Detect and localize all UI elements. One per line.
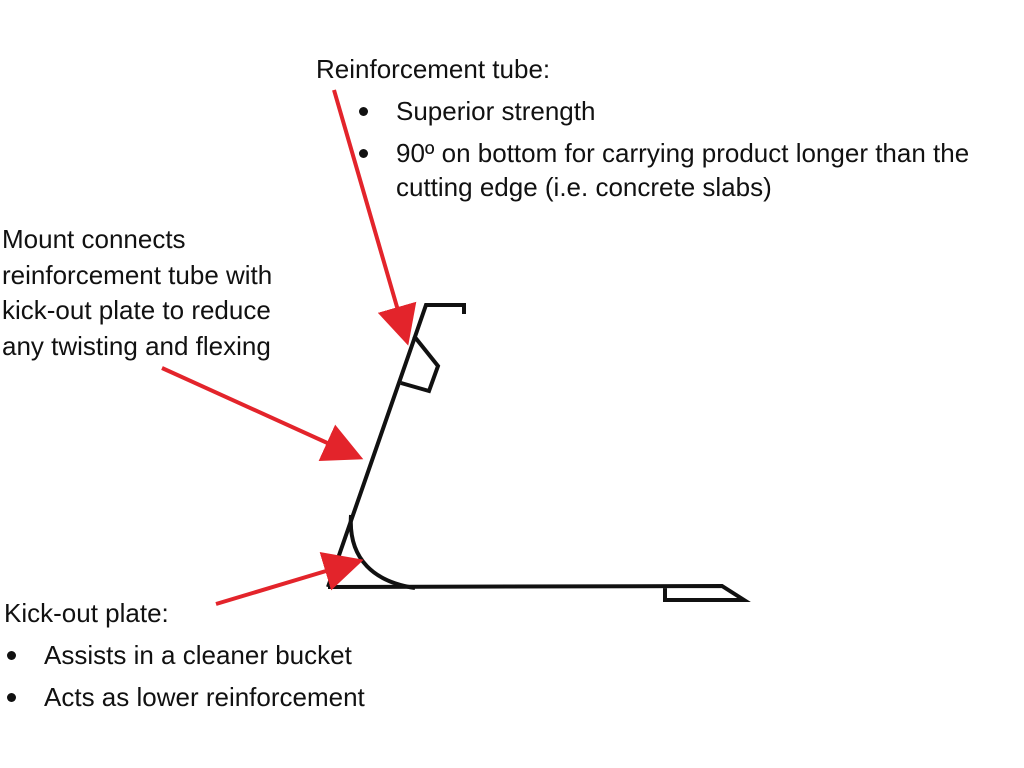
bullet-lower-reinforcement: Acts as lower reinforcement	[4, 680, 524, 714]
reinforcement-tube-arrow	[332, 89, 417, 346]
kick-out-plate-bullets: Assists in a cleaner bucket Acts as lowe…	[4, 638, 524, 714]
reinforcement-tube-shape	[400, 334, 441, 394]
mount-arrow	[161, 366, 364, 461]
reinforcement-tube-callout: Reinforcement tube: Superior strength 90…	[316, 52, 1022, 204]
reinforcement-tube-bullets: Superior strength 90º on bottom for carr…	[356, 94, 1022, 204]
reinforcement-tube-heading: Reinforcement tube:	[316, 54, 551, 84]
ninety-degree-bottom-text: 90º on bottom for carrying product longe…	[396, 138, 970, 202]
bucket-bottom-plate	[327, 583, 751, 602]
mount-line-3: kick-out plate to reduce	[2, 295, 271, 325]
bullet-cleaner-bucket: Assists in a cleaner bucket	[4, 638, 524, 672]
kick-out-plate-heading: Kick-out plate:	[4, 598, 169, 628]
bullet-superior-strength: Superior strength	[356, 94, 1022, 128]
kick-out-plate-callout: Kick-out plate: Assists in a cleaner buc…	[4, 596, 524, 714]
kick-out-plate-arrow	[215, 552, 364, 606]
mount-callout: Mount connects reinforcement tube with k…	[2, 222, 332, 364]
mount-line-2: reinforcement tube with	[2, 259, 273, 290]
bullet-ninety-degree-bottom: 90º on bottom for carrying product longe…	[356, 136, 1024, 204]
bucket-back-wall	[326, 303, 466, 588]
mount-line-1: Mount connects	[2, 224, 186, 254]
kick-out-plate-curve	[348, 514, 416, 590]
mount-line-4: any twisting and flexing	[2, 330, 271, 361]
